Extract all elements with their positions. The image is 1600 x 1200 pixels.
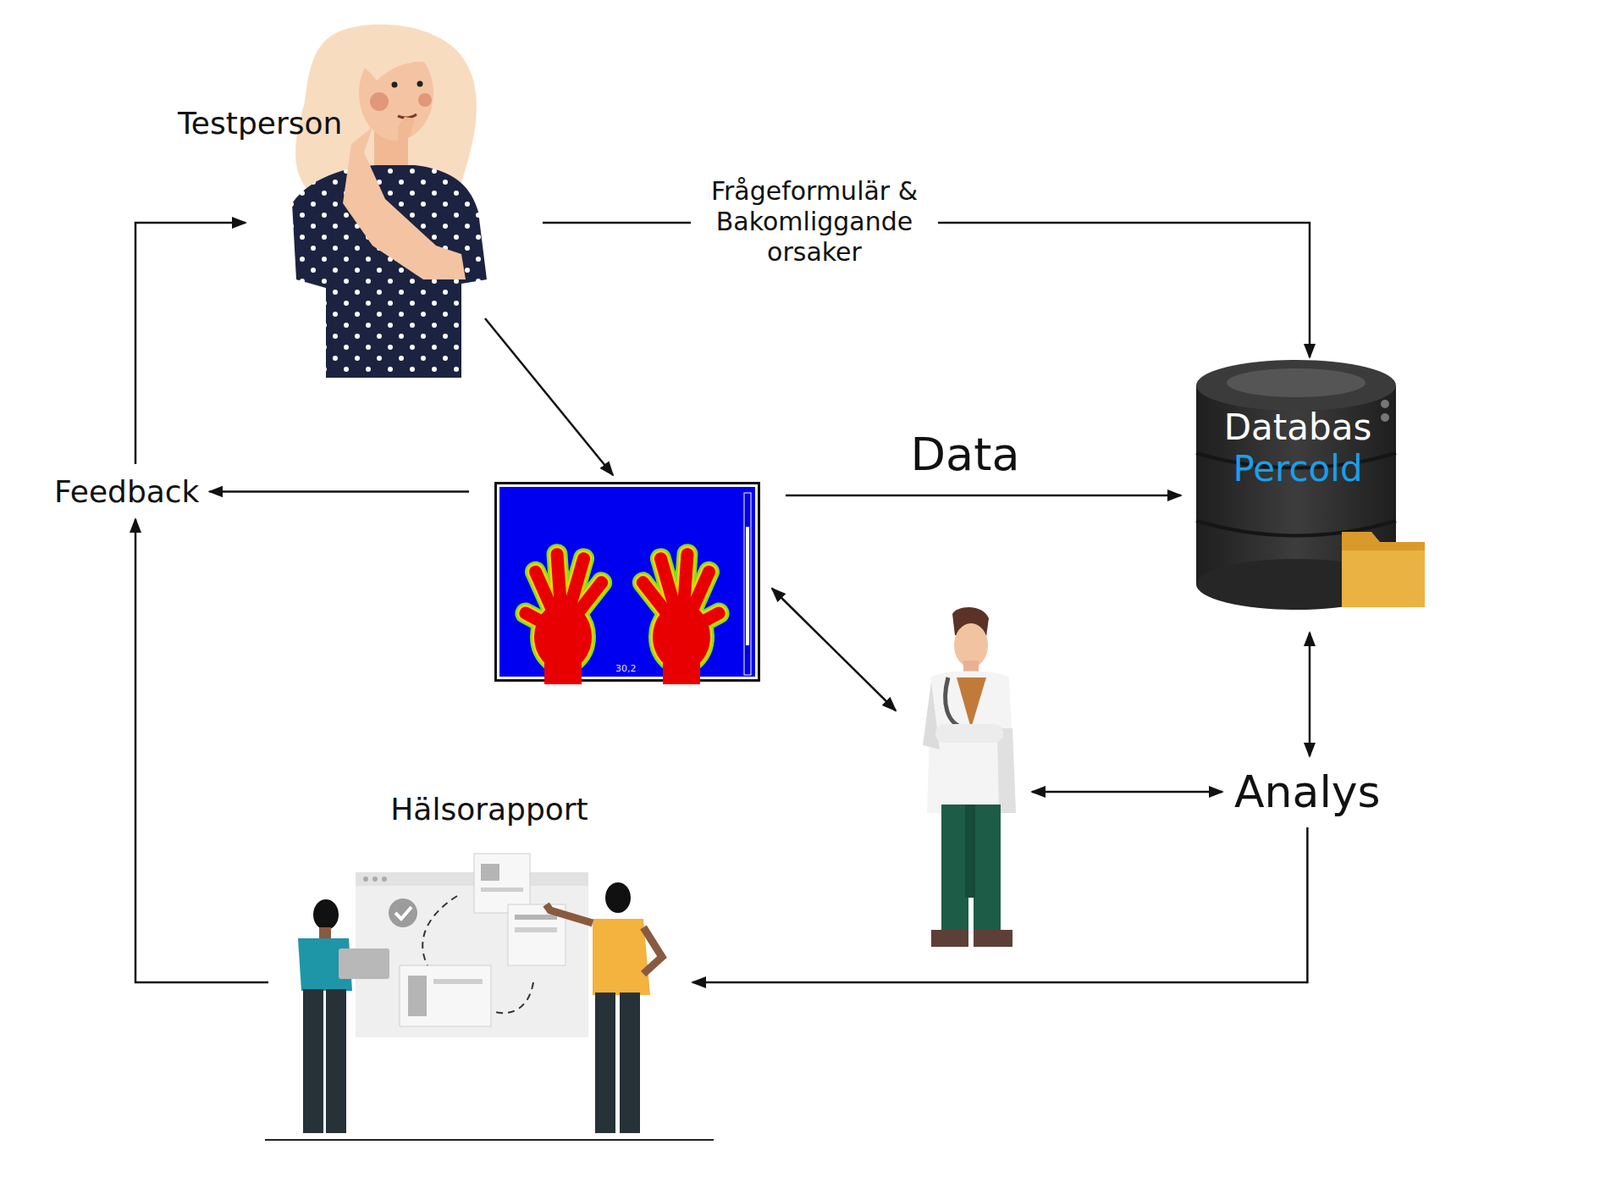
test-person-figure-part <box>391 82 398 89</box>
report-illustration-part <box>595 992 616 1133</box>
doctor-figure-part <box>935 723 1004 743</box>
report-illustration <box>264 853 714 1141</box>
database-title: Databas <box>1196 406 1400 448</box>
test-person-figure-part <box>369 92 389 111</box>
doctor-figure-part <box>973 804 1001 930</box>
database-icon-part <box>1380 399 1390 409</box>
thermal-hands-part-part <box>662 657 701 685</box>
connector-arrow <box>785 494 1181 497</box>
edge-label: Data <box>905 425 1026 483</box>
report-illustration-part <box>514 926 558 933</box>
doctor-node <box>912 606 1021 955</box>
database-icon-part <box>1380 413 1390 422</box>
report-illustration-part <box>546 904 593 923</box>
thermal-hands-part-part <box>544 657 582 685</box>
edge-label: Frågeformulär & Bakomliggande orsaker <box>690 174 938 270</box>
report-illustration-part <box>372 876 378 882</box>
analysis-node: Analys <box>1234 766 1381 817</box>
test-person-figure-part <box>417 81 424 88</box>
database-icon-part <box>1341 531 1425 607</box>
report-illustration-part <box>643 926 663 974</box>
report-illustration-part <box>399 965 492 1027</box>
person-node: Testperson <box>292 25 487 378</box>
report-illustration-part <box>264 1138 714 1141</box>
database-icon-part <box>1226 368 1366 398</box>
thermal-hands-part <box>634 547 728 685</box>
doctor-figure-part <box>931 929 969 947</box>
feedback-label: Feedback <box>54 474 199 509</box>
report-illustration-part <box>619 992 640 1133</box>
connector-arrow <box>692 827 1308 983</box>
doctor-figure-part <box>945 677 966 729</box>
doctor-figure-part <box>941 804 969 930</box>
report-illustration-part <box>319 926 332 939</box>
report-node: Hälsorapport <box>264 791 714 1141</box>
thermal-image: 30,2 <box>494 481 761 682</box>
test-person-figure-part <box>397 116 415 149</box>
database-icon-part <box>1341 550 1425 607</box>
doctor-figure-part <box>965 804 976 898</box>
report-illustration-part <box>514 914 558 920</box>
database-node: DatabasPercold <box>1196 362 1424 607</box>
connector-arrow <box>209 490 469 493</box>
doctor-figure-part <box>956 677 987 729</box>
connector-arrow <box>772 588 896 711</box>
connector-arrow <box>135 222 246 464</box>
report-illustration-part <box>363 876 369 882</box>
report-illustration-part <box>495 982 534 1013</box>
report-illustration-part <box>433 978 483 984</box>
test-person-figure-part <box>355 40 436 81</box>
test-person-figure-part <box>418 93 432 107</box>
database-icon <box>1196 359 1425 610</box>
report-illustration-part <box>313 899 339 930</box>
thermal-hands-part-part <box>544 657 582 685</box>
test-person-figure-part <box>342 126 466 280</box>
connector-arrow <box>1031 790 1223 794</box>
thermal-hands-part <box>517 547 611 685</box>
test-person-figure-part <box>397 114 417 118</box>
report-illustration-part <box>605 882 631 913</box>
thermal-hands-part-part <box>517 604 559 635</box>
thermal-hands <box>496 484 763 685</box>
thermal-hands-part-part <box>662 657 701 685</box>
thermal-hands-part <box>745 526 750 646</box>
connector-arrow <box>1308 632 1312 756</box>
report-illustration-part <box>422 895 458 966</box>
thermal-hands-part <box>744 492 751 675</box>
thermal-hands-part-part <box>685 604 728 635</box>
report-illustration-part <box>480 863 500 881</box>
report-illustration-part <box>388 898 418 927</box>
report-illustration-part <box>395 906 412 919</box>
report-illustration-part <box>303 988 324 1133</box>
thermal-hands-part-part <box>544 657 582 685</box>
report-illustration-part <box>355 871 589 886</box>
feedback-node: Feedback <box>54 474 199 509</box>
report-illustration-part <box>338 948 390 979</box>
report-illustration-part <box>480 887 524 892</box>
doctor-figure <box>922 606 1016 947</box>
database-icon-part <box>1196 359 1396 411</box>
report-illustration-part <box>408 975 427 1016</box>
connector-arrow <box>485 318 613 475</box>
report-illustration-part <box>355 871 589 1038</box>
person-label: Testperson <box>177 105 343 141</box>
doctor-figure-part <box>997 728 1016 813</box>
connector-arrow <box>135 518 269 983</box>
report-illustration-part <box>381 876 387 882</box>
doctor-figure-part <box>926 671 1016 814</box>
test-person-figure <box>292 24 487 378</box>
thermal-hands-part-part <box>662 657 701 685</box>
doctor-figure-part <box>973 929 1013 947</box>
temperature-value: 30,2 <box>615 662 637 674</box>
report-label: Hälsorapport <box>264 791 714 827</box>
analysis-label: Analys <box>1234 766 1381 817</box>
report-illustration-part <box>325 988 347 1133</box>
database-name: Percold <box>1196 447 1400 490</box>
